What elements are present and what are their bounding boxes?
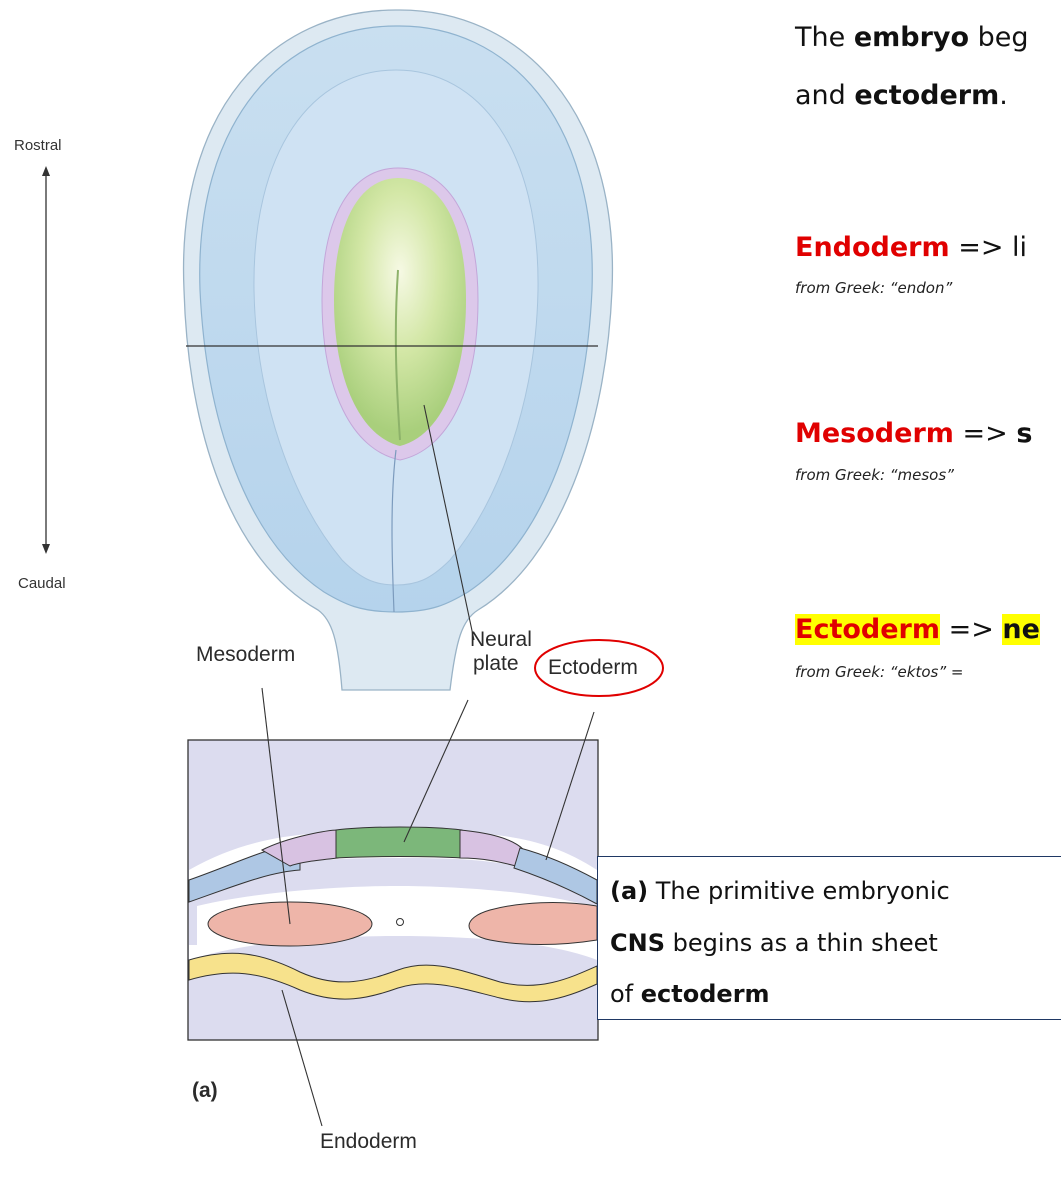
embryo-top-view (184, 10, 613, 690)
ectoderm-etymology: from Greek: “ektos” = (795, 663, 963, 681)
mesoderm-definition: Mesoderm => s (795, 418, 1032, 449)
ectoderm-definition: Ectoderm => ne (795, 614, 1040, 645)
caption-box: (a) The primitive embryonic CNS begins a… (597, 856, 1061, 1020)
mesoderm-etymology: from Greek: “mesos” (795, 466, 954, 484)
endoderm-definition: Endoderm => li (795, 232, 1027, 263)
caudal-label: Caudal (18, 575, 66, 592)
caption-line-2: CNS begins as a thin sheet (610, 929, 938, 957)
caption-line-1: (a) The primitive embryonic (610, 877, 950, 905)
intro-line-1: The embryo beg (795, 22, 1029, 53)
rostral-label: Rostral (14, 137, 62, 154)
endoderm-etymology: from Greek: “endon” (795, 279, 952, 297)
cross-section (188, 740, 598, 1040)
neural-plate-label-line2: plate (473, 652, 519, 676)
ectoderm-label: Ectoderm (548, 656, 638, 680)
panel-label: (a) (192, 1079, 218, 1103)
rostral-caudal-arrow (42, 166, 50, 554)
neural-plate-label-line1: Neural (470, 628, 532, 652)
mesoderm-label: Mesoderm (196, 643, 295, 667)
endoderm-label: Endoderm (320, 1130, 417, 1154)
intro-line-2: and ectoderm. (795, 80, 1008, 111)
caption-line-3: of ectoderm (610, 980, 770, 1008)
